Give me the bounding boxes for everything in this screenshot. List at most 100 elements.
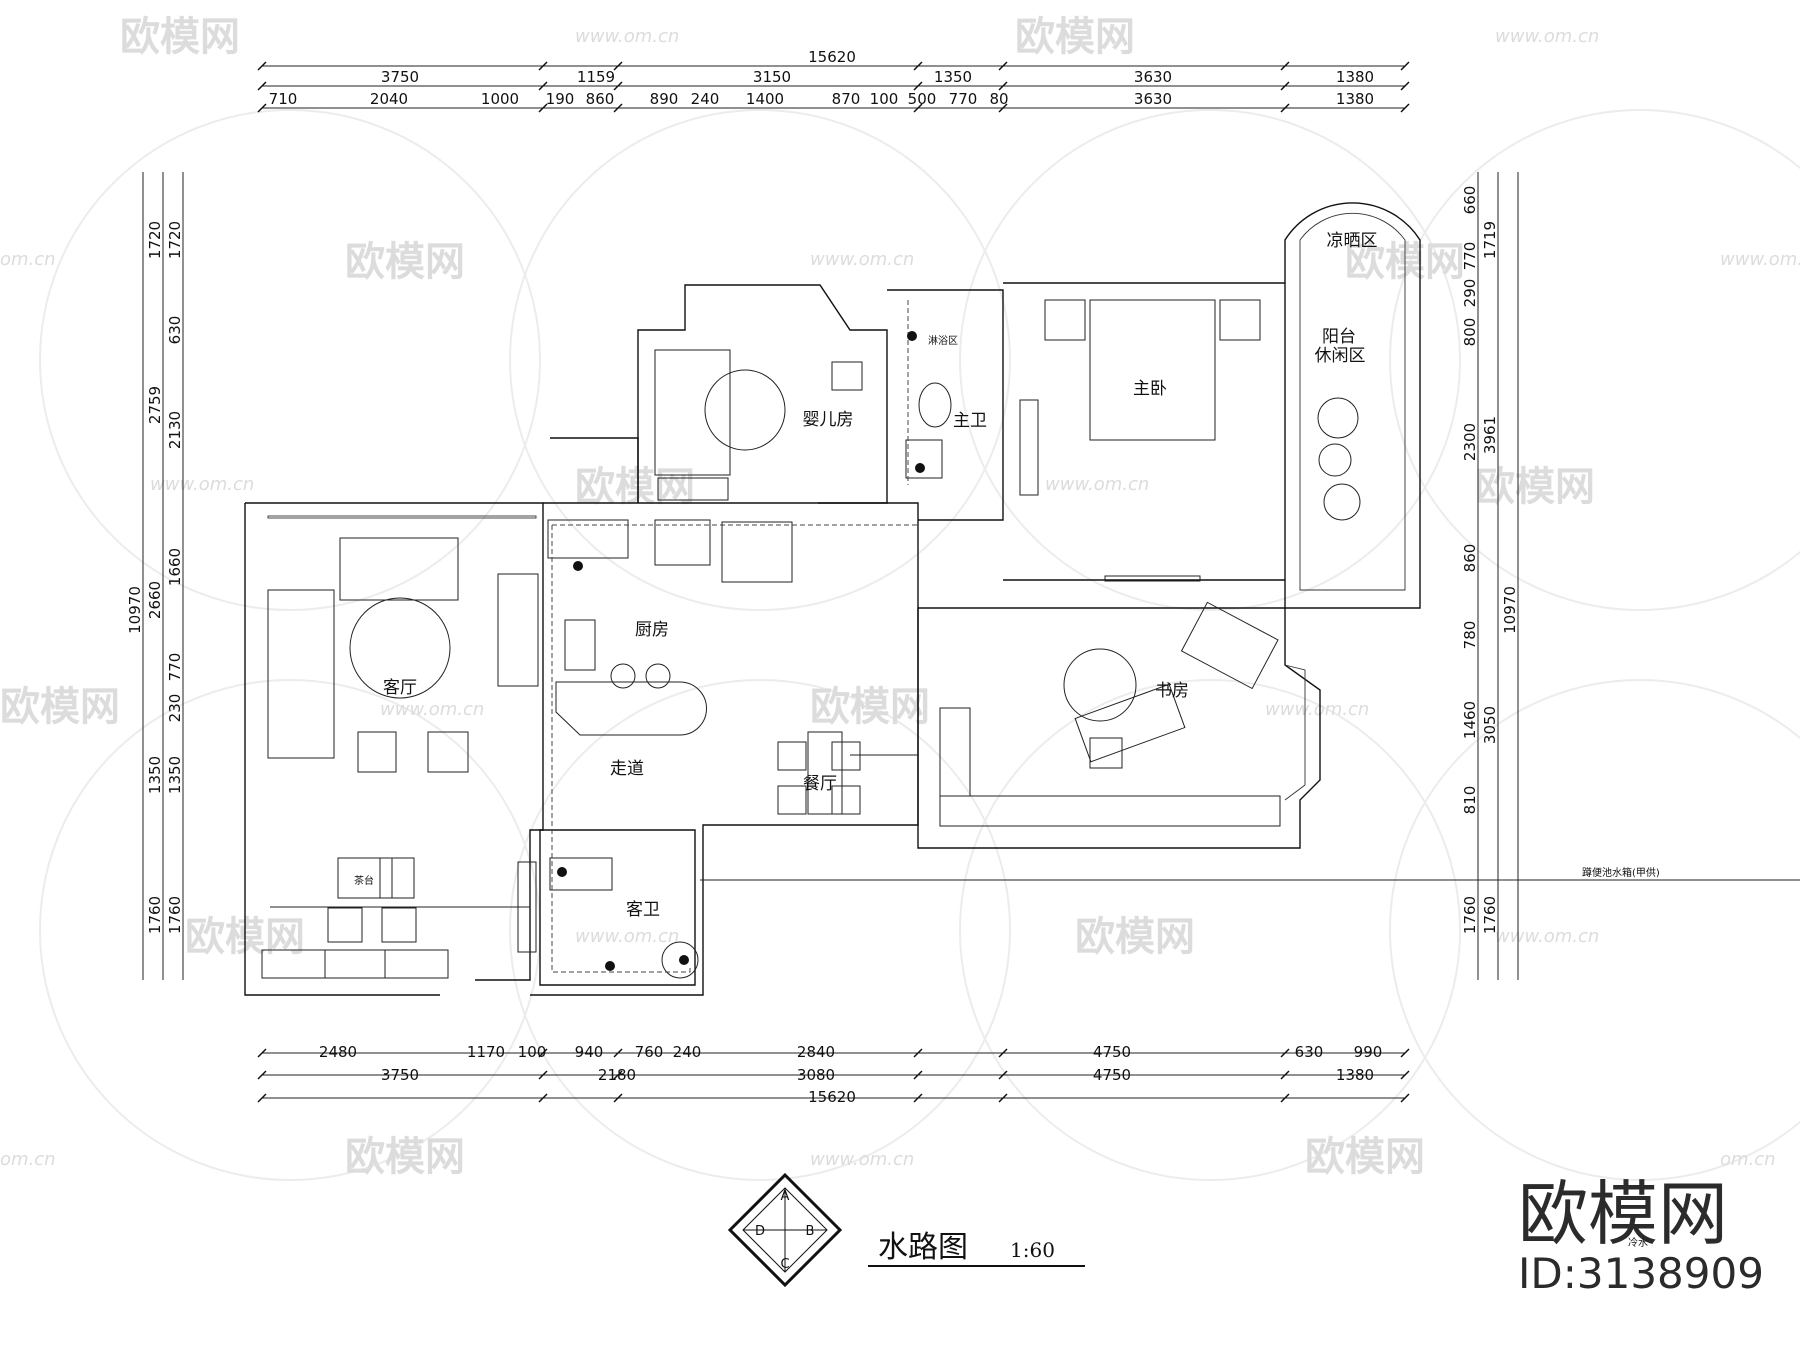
room-label-dining: 餐厅	[803, 774, 837, 794]
tv-console	[1104, 575, 1201, 582]
nightstand	[1044, 299, 1086, 341]
dim-top-row1: 3150	[753, 68, 791, 86]
dim-left-inner: 1760	[166, 896, 184, 934]
dimension-tick	[1400, 1093, 1410, 1103]
dimension-tick	[1400, 103, 1410, 113]
dim-top-row1: 1159	[577, 68, 615, 86]
dim-left-inner: 1350	[166, 756, 184, 794]
bookcase	[939, 707, 971, 797]
dim-right-outer: 3961	[1481, 416, 1499, 454]
tv-cabinet	[497, 573, 539, 687]
shoe-cabinet	[261, 949, 449, 979]
dimension-tick	[538, 1093, 548, 1103]
dim-left-inner: 1720	[166, 221, 184, 259]
dimension-tick	[998, 1048, 1008, 1058]
sofa	[267, 589, 335, 759]
refrigerator	[721, 521, 793, 583]
dim-right-inner: 800	[1461, 318, 1479, 347]
nightstand	[1219, 299, 1261, 341]
dim-top-row2: 100	[870, 90, 899, 108]
dimension-tick	[1280, 61, 1290, 71]
dimension-tick	[1280, 1070, 1290, 1080]
watermark-brand: 欧模网	[1305, 1134, 1425, 1180]
squat-toilet	[549, 857, 613, 891]
dim-top-row2: 770	[949, 90, 978, 108]
dim-top-row2: 80	[989, 90, 1008, 108]
bar-stool	[645, 663, 671, 689]
dim-right-outer: 1719	[1481, 221, 1499, 259]
drawing-scale: 1:60	[1010, 1238, 1055, 1262]
dim-top-row2: 890	[650, 90, 679, 108]
dim-top-row2: 500	[908, 90, 937, 108]
dim-bottom-row2: 3080	[797, 1066, 835, 1084]
wardrobe	[939, 795, 1281, 827]
room-label-living-room: 客厅	[383, 678, 417, 698]
dimension-tick	[257, 1048, 267, 1058]
dim-bottom-row2: 2180	[598, 1066, 636, 1084]
room-label-leisure-zone: 休闲区	[1315, 346, 1366, 366]
dim-top-row1: 3750	[381, 68, 419, 86]
room-label-master-bedroom: 主卧	[1133, 379, 1167, 399]
dim-right-inner: 1460	[1461, 701, 1479, 739]
dining-table	[807, 731, 843, 815]
dim-left-inner: 1660	[166, 548, 184, 586]
dim-left-outer: 1720	[146, 221, 164, 259]
wash-basin	[905, 439, 943, 479]
dim-right-inner: 290	[1461, 279, 1479, 308]
dimension-tick	[1280, 103, 1290, 113]
crib	[654, 349, 731, 476]
room-label-shower-zone: 淋浴区	[928, 334, 958, 347]
dim-bottom-row1: 100	[518, 1043, 547, 1061]
dim-right-outer: 1760	[1481, 896, 1499, 934]
watermark-url: www.om.cn	[1495, 26, 1599, 47]
dim-top-row2: 1400	[746, 90, 784, 108]
bar-stool	[610, 663, 636, 689]
room-label-guest-bath: 客卫	[626, 900, 660, 920]
watermark-url: www.om.cn	[810, 1149, 914, 1170]
dim-bottom-row2: 1380	[1336, 1066, 1374, 1084]
room-labels: 客厅 茶台 厨房 走道 餐厅 客卫 婴儿房 主卫 淋浴区 主卧 凉晒区 阳台 休…	[354, 231, 1660, 920]
dim-left-outer: 2759	[146, 386, 164, 424]
dimension-lines	[142, 65, 1519, 1099]
room-label-drying-zone: 凉晒区	[1327, 231, 1378, 251]
tea-table-chair	[379, 857, 415, 899]
dim-top-row1: 3630	[1134, 68, 1172, 86]
sofa	[339, 537, 459, 601]
toilet-tank-note: 蹲便池水箱(甲供)	[1582, 866, 1660, 879]
wardrobe	[1019, 399, 1039, 496]
dim-top-row1: 1380	[1336, 68, 1374, 86]
lounge-chair	[1317, 397, 1359, 439]
room-label-balcony: 阳台	[1322, 327, 1356, 347]
kitchen-island	[555, 681, 707, 736]
dimension-tick	[998, 61, 1008, 71]
watermark-brand: 欧模网	[1075, 914, 1195, 960]
dim-bottom-row1: 630	[1295, 1043, 1324, 1061]
room-label-corridor: 走道	[610, 759, 644, 779]
dim-top-total: 15620	[808, 48, 856, 66]
watermark-url: www.om.cn	[1495, 926, 1599, 947]
corner-brand: 欧模网	[1518, 1173, 1728, 1255]
sofa	[1180, 601, 1279, 690]
room-label-master-bath: 主卫	[953, 411, 987, 431]
dimension-tick	[613, 1070, 623, 1080]
legend-text: 冷水	[1628, 1236, 1648, 1249]
sink-counter	[547, 519, 629, 559]
dim-top-row2: 190	[546, 90, 575, 108]
dim-top-row2: 1000	[481, 90, 519, 108]
dimension-ticks	[257, 61, 1410, 1103]
corner-id: ID:3138909	[1518, 1249, 1764, 1298]
dim-left-outer: 1350	[146, 756, 164, 794]
watermark-url: www.om.cn	[1720, 249, 1800, 270]
drawing-title: 水路图	[878, 1230, 968, 1265]
coffee-table	[349, 597, 451, 699]
dimension-tick	[998, 1070, 1008, 1080]
tea-table-chair	[337, 857, 393, 899]
room-label-nursery: 婴儿房	[803, 410, 854, 430]
room-label-study: 书房	[1155, 681, 1189, 701]
dim-bottom-row1: 760	[635, 1043, 664, 1061]
round-rug	[1063, 648, 1137, 722]
watermark-brand: 欧模网	[345, 1134, 465, 1180]
dimension-tick	[613, 1048, 623, 1058]
dimension-tick	[1400, 81, 1410, 91]
dim-top-row2: 3630	[1134, 90, 1172, 108]
